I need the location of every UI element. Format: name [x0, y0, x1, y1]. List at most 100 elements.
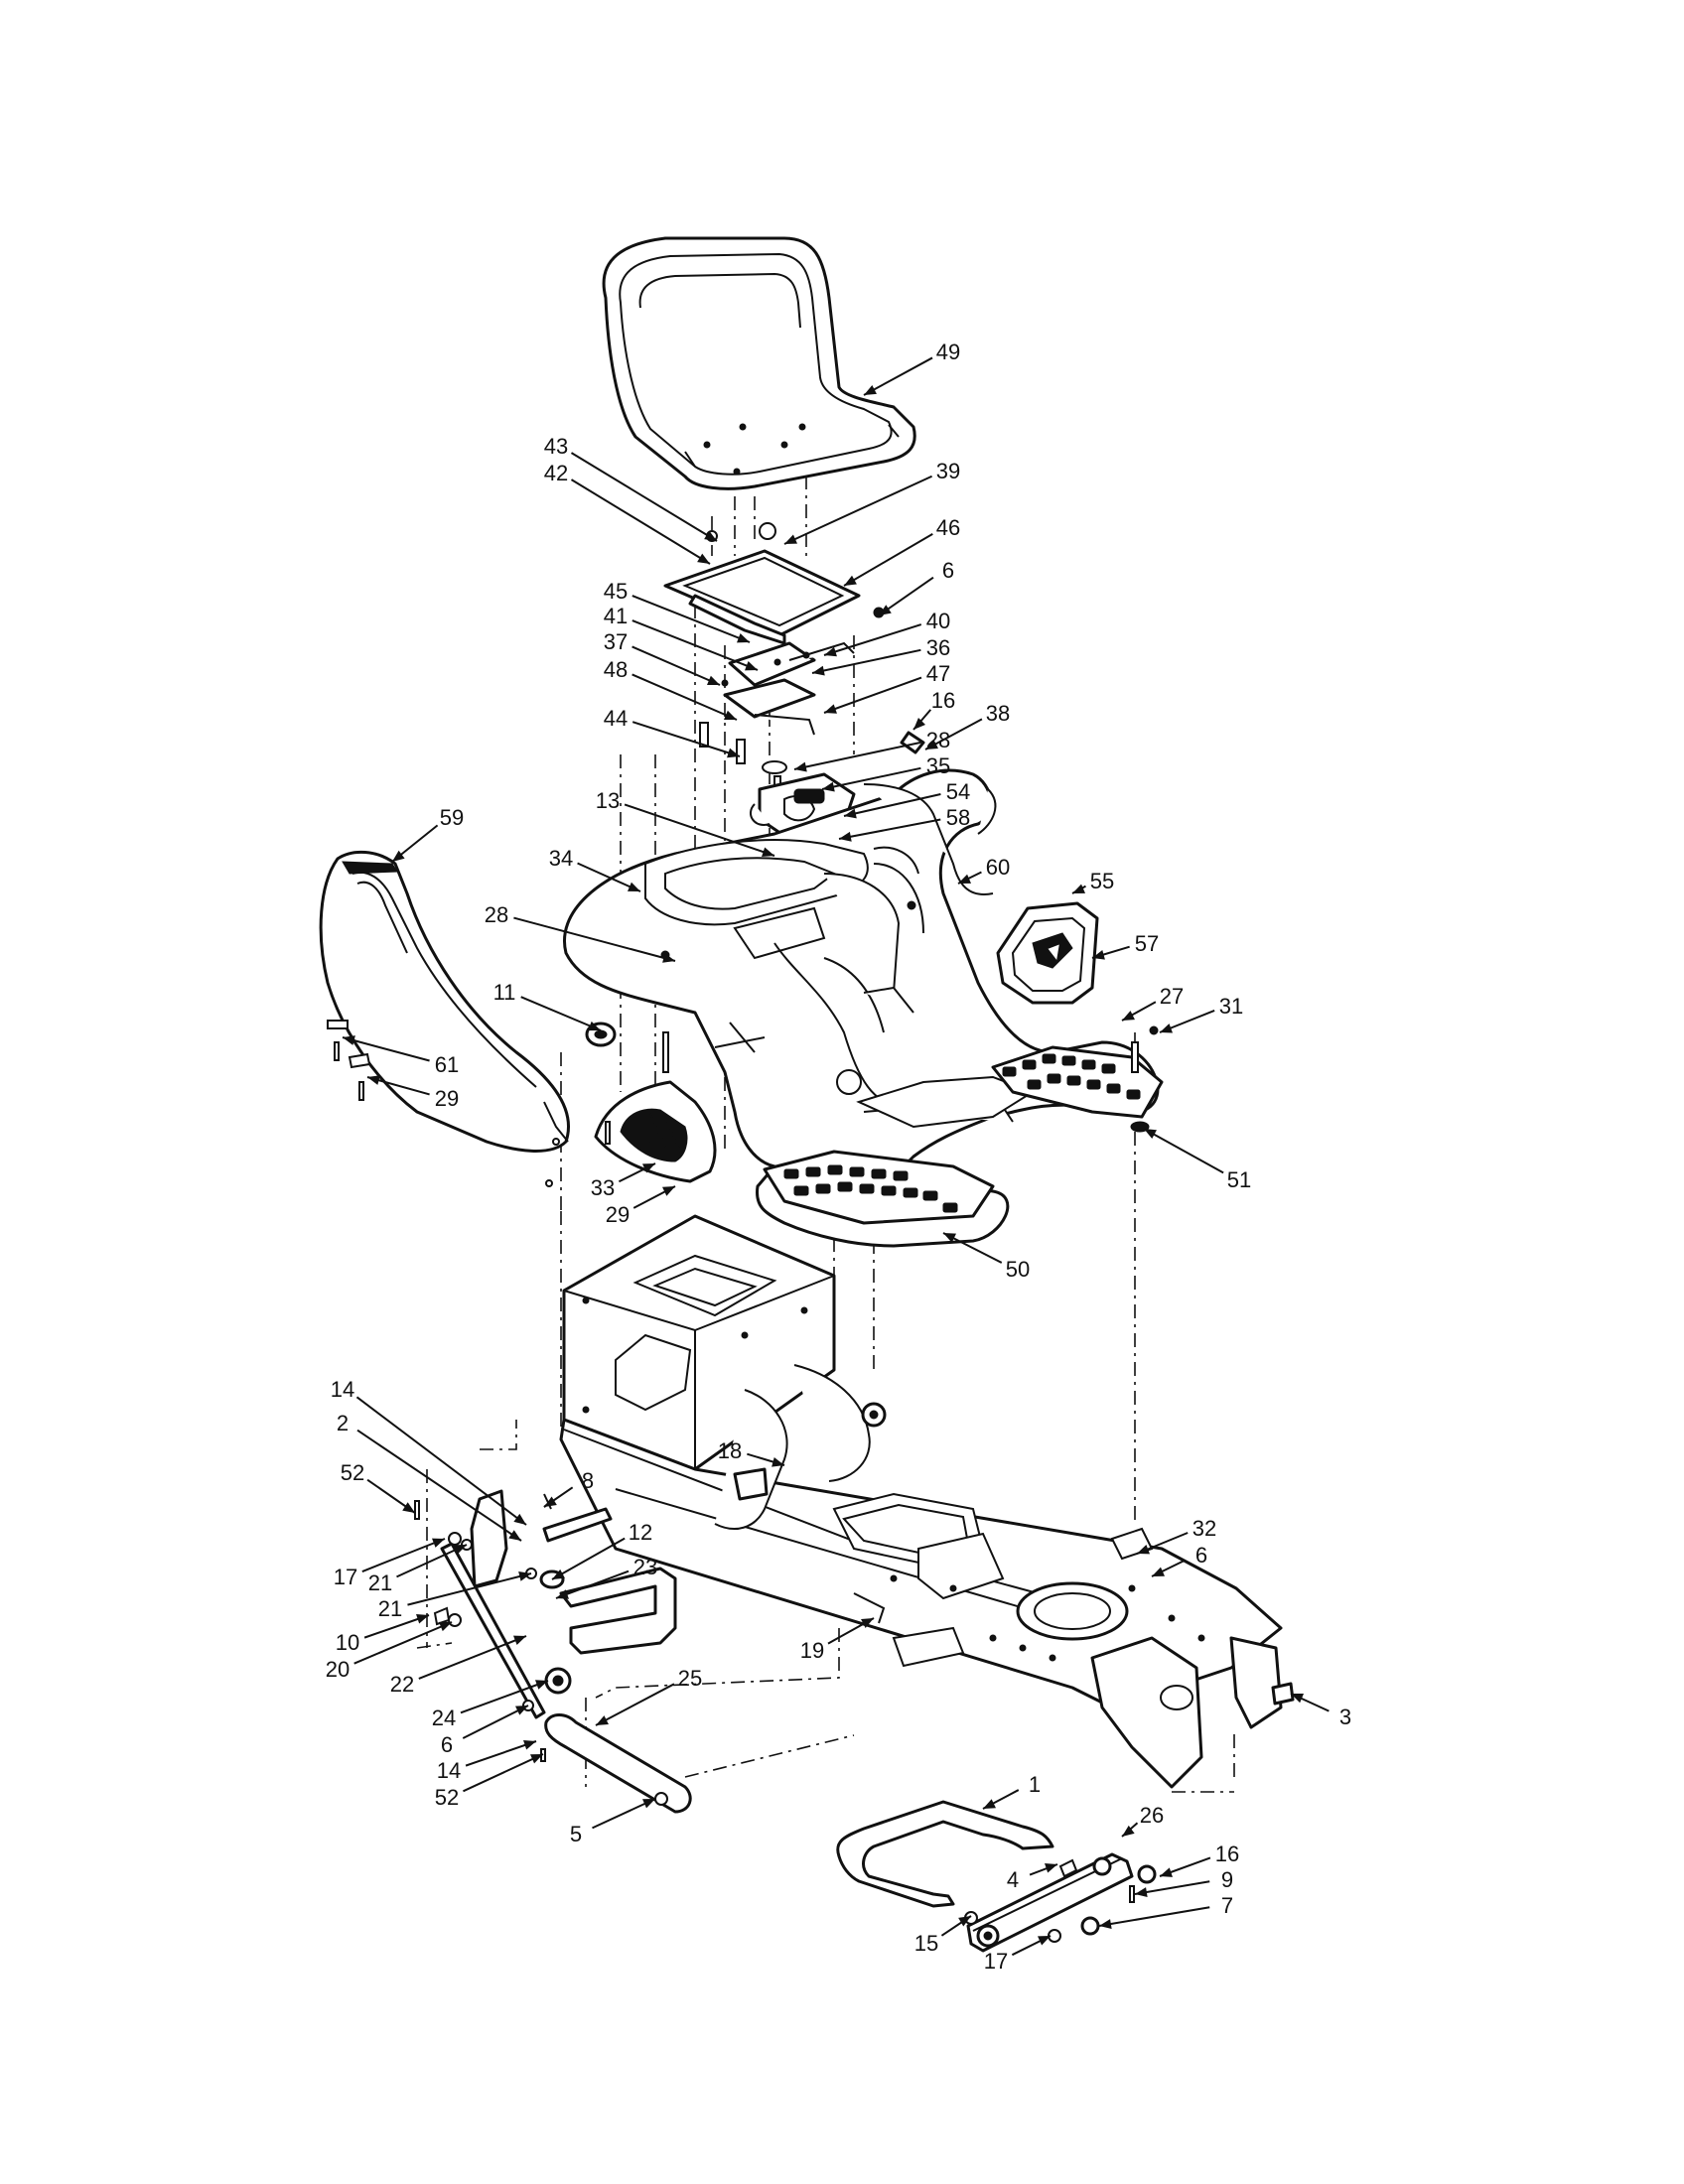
seat	[602, 236, 916, 490]
callout-c29a: 29	[366, 1075, 459, 1111]
callout-number: 59	[440, 805, 464, 830]
callout-arrowhead	[844, 575, 857, 586]
callout-number: 52	[435, 1785, 459, 1810]
callout-arrowhead	[588, 1021, 601, 1031]
callout-c3: 3	[1290, 1693, 1351, 1729]
callout-number: 26	[1140, 1803, 1164, 1828]
callout-arrowhead	[824, 704, 837, 714]
callout-arrowhead	[1160, 1024, 1173, 1033]
callout-c12: 12	[551, 1520, 652, 1580]
callout-arrowhead	[724, 710, 737, 720]
callout-number: 3	[1339, 1705, 1351, 1729]
callout-leader	[632, 619, 759, 671]
rear-fender-cover	[319, 850, 571, 1187]
callout-arrowhead	[958, 1916, 971, 1927]
callout-leader	[460, 1680, 549, 1714]
callout-leader	[1134, 1880, 1210, 1895]
callout-arrowhead	[535, 1680, 548, 1690]
callout-c28a: 28	[793, 728, 950, 772]
callout-leader	[632, 673, 738, 721]
callout-c6b: 6	[1151, 1543, 1207, 1577]
footrest-pads	[763, 1025, 1164, 1225]
callout-c55: 55	[1071, 869, 1114, 894]
callout-number: 1	[1029, 1772, 1041, 1797]
callout-leader	[465, 1740, 537, 1767]
callout-arrowhead	[515, 1706, 528, 1715]
callout-number: 52	[341, 1460, 364, 1485]
callout-c13: 13	[596, 788, 775, 857]
callout-leader	[463, 1753, 544, 1793]
callout-number: 16	[1215, 1842, 1239, 1866]
callout-arrowhead	[1122, 1825, 1135, 1837]
callout-c2: 2	[337, 1411, 522, 1542]
callout-leader	[843, 792, 941, 817]
callout-leader	[632, 721, 741, 757]
callout-c17a: 17	[334, 1538, 446, 1589]
callout-c11: 11	[493, 980, 602, 1031]
callout-arrowhead	[402, 1502, 415, 1513]
callout-c37: 37	[604, 629, 721, 686]
callout-leader	[407, 1572, 532, 1606]
callout-arrowhead	[983, 1799, 996, 1809]
callout-arrowhead	[822, 781, 835, 792]
callout-leader	[595, 1683, 675, 1726]
callout-c16a: 16	[912, 688, 955, 731]
callout-c60: 60	[957, 855, 1010, 885]
callout-leader	[838, 818, 941, 840]
callout-c6c: 6	[441, 1705, 529, 1757]
callout-c25: 25	[595, 1666, 702, 1726]
callout-number: 50	[1006, 1257, 1030, 1282]
callout-number: 58	[946, 805, 970, 830]
callout-number: 29	[435, 1086, 459, 1111]
callout-c44: 44	[604, 706, 741, 758]
callout-arrowhead	[1122, 1011, 1135, 1021]
callout-leader	[513, 916, 676, 962]
callout-number: 21	[378, 1596, 402, 1621]
callout-arrowhead	[762, 847, 774, 857]
callout-arrowhead	[552, 1569, 565, 1579]
callout-arrowhead	[707, 675, 720, 685]
callout-c21a: 21	[368, 1544, 468, 1595]
callout-c27: 27	[1121, 984, 1184, 1022]
callout-leader	[462, 1705, 529, 1739]
callout-number: 17	[334, 1565, 357, 1589]
callout-c17b: 17	[984, 1935, 1052, 1974]
callout-number: 45	[604, 579, 628, 604]
callout-arrowhead	[958, 874, 971, 884]
callout-leader	[396, 1544, 468, 1578]
callout-c52b: 52	[435, 1753, 544, 1810]
callout-arrowhead	[596, 1715, 609, 1725]
callout-c40: 40	[823, 609, 950, 657]
callout-arrowhead	[416, 1614, 429, 1624]
callout-number: 13	[596, 788, 620, 813]
callout-c50: 50	[942, 1232, 1030, 1282]
callout-c22: 22	[390, 1635, 527, 1697]
callout-arrowhead	[844, 808, 857, 819]
callout-number: 48	[604, 657, 628, 682]
callout-number: 6	[1195, 1543, 1207, 1568]
callout-c10: 10	[336, 1614, 430, 1655]
callout-c61: 61	[342, 1035, 459, 1077]
callout-number: 21	[368, 1570, 392, 1595]
callout-arrowhead	[508, 1530, 521, 1541]
callout-number: 29	[606, 1202, 630, 1227]
callout-arrowhead	[861, 1618, 874, 1628]
callout-number: 37	[604, 629, 628, 654]
callout-number: 51	[1227, 1167, 1251, 1192]
callout-c32: 32	[1136, 1516, 1216, 1555]
callout-arrowhead	[439, 1621, 452, 1632]
callout-arrowhead	[1160, 1867, 1173, 1877]
callout-number: 28	[485, 902, 508, 927]
callout-arrowhead	[1072, 884, 1085, 893]
callout-number: 55	[1090, 869, 1114, 893]
callout-number: 14	[331, 1377, 354, 1402]
callout-leader	[793, 741, 921, 770]
callout-leader	[551, 1537, 626, 1580]
callout-c43: 43	[544, 434, 718, 542]
callout-arrowhead	[1135, 1887, 1148, 1898]
callout-c54: 54	[843, 779, 970, 819]
callout-number: 61	[435, 1052, 459, 1077]
callout-arrowhead	[812, 665, 825, 676]
